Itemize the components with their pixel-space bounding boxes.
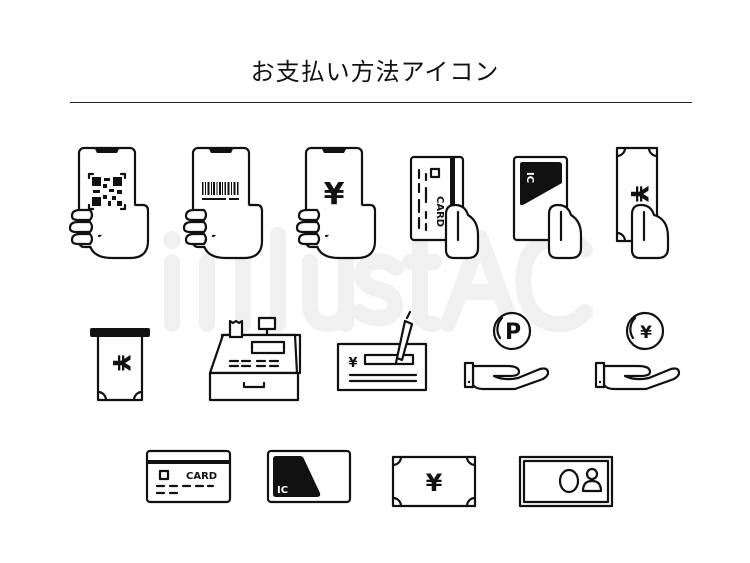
page-title: お支払い方法アイコン bbox=[250, 58, 500, 86]
phone-qr-icon bbox=[68, 146, 150, 260]
cash-register-icon bbox=[208, 316, 302, 402]
ic-card-hand-icon: IC bbox=[512, 155, 583, 260]
yen-symbol: ¥ bbox=[625, 186, 653, 203]
ic-card-icon: IC bbox=[266, 449, 352, 504]
phone-barcode-icon bbox=[182, 146, 264, 260]
title-divider bbox=[70, 102, 692, 103]
phone-yen-icon: ¥ bbox=[295, 146, 377, 260]
credit-card-icon: CARD bbox=[145, 449, 232, 504]
yen-symbol: ¥ bbox=[107, 355, 135, 372]
yen-label: ¥ bbox=[640, 323, 652, 343]
banknote-portrait-icon bbox=[518, 455, 614, 508]
yen-coin-hand-icon: ¥ bbox=[594, 311, 681, 391]
yen-bill-icon: ¥ bbox=[391, 455, 477, 508]
bill-hand-icon: ¥ bbox=[615, 146, 670, 260]
ic-label: IC bbox=[277, 485, 288, 496]
yen-symbol: ¥ bbox=[324, 177, 345, 212]
yen-symbol: ¥ bbox=[426, 469, 443, 497]
point-label: P bbox=[505, 320, 521, 345]
point-coin-hand-icon: P bbox=[463, 311, 550, 391]
yen-symbol: ¥ bbox=[348, 356, 357, 371]
check-icon: ¥ bbox=[336, 310, 428, 392]
ic-label: IC bbox=[524, 172, 535, 183]
card-label: CARD bbox=[186, 471, 217, 482]
credit-card-hand-icon: CARD bbox=[409, 155, 480, 260]
card-label: CARD bbox=[434, 196, 445, 227]
atm-cash-icon: ¥ bbox=[90, 328, 150, 402]
